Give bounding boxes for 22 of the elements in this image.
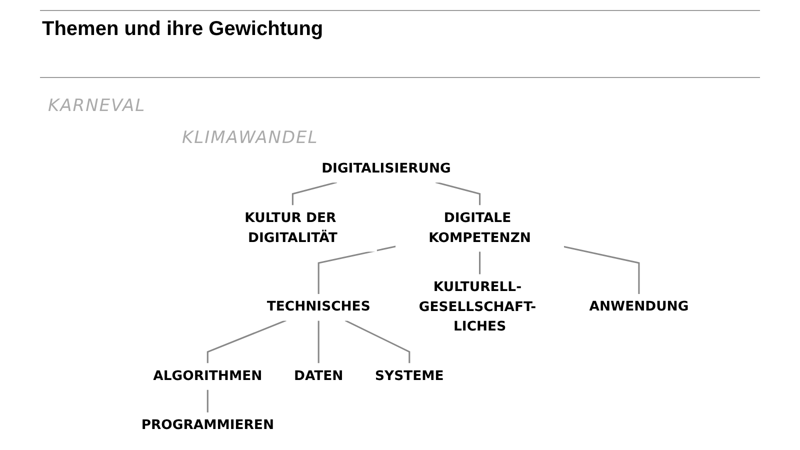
connector xyxy=(206,390,208,413)
node-text: DATEN xyxy=(294,368,344,384)
connector xyxy=(435,181,481,206)
connector xyxy=(318,320,320,364)
connector xyxy=(292,181,338,206)
topic-label: KLIMAWANDEL xyxy=(182,128,318,148)
connector xyxy=(318,246,396,294)
node-text: ALGORITHMEN xyxy=(153,368,262,384)
node-text: DIGITALE KOMPETENZN xyxy=(428,210,531,246)
node-text: DIGITALISIERUNG xyxy=(322,160,451,176)
node-text: KULTURELL- GESELLSCHAFT- LICHES xyxy=(418,279,536,334)
topic-label: KARNEVAL xyxy=(48,96,146,116)
node-text: KULTUR DER DIGITALITÄT xyxy=(244,210,338,246)
connector xyxy=(206,320,286,364)
node-text: PROGRAMMIEREN xyxy=(141,417,274,433)
node-text: SYSTEME xyxy=(375,368,444,384)
node-text: TECHNISCHES xyxy=(266,299,370,315)
connector xyxy=(479,251,481,275)
connector xyxy=(563,246,640,294)
diagram-title: Themen und ihre Gewichtung xyxy=(42,18,324,41)
connector xyxy=(344,320,410,364)
node-text: ANWENDUNG xyxy=(589,299,689,315)
